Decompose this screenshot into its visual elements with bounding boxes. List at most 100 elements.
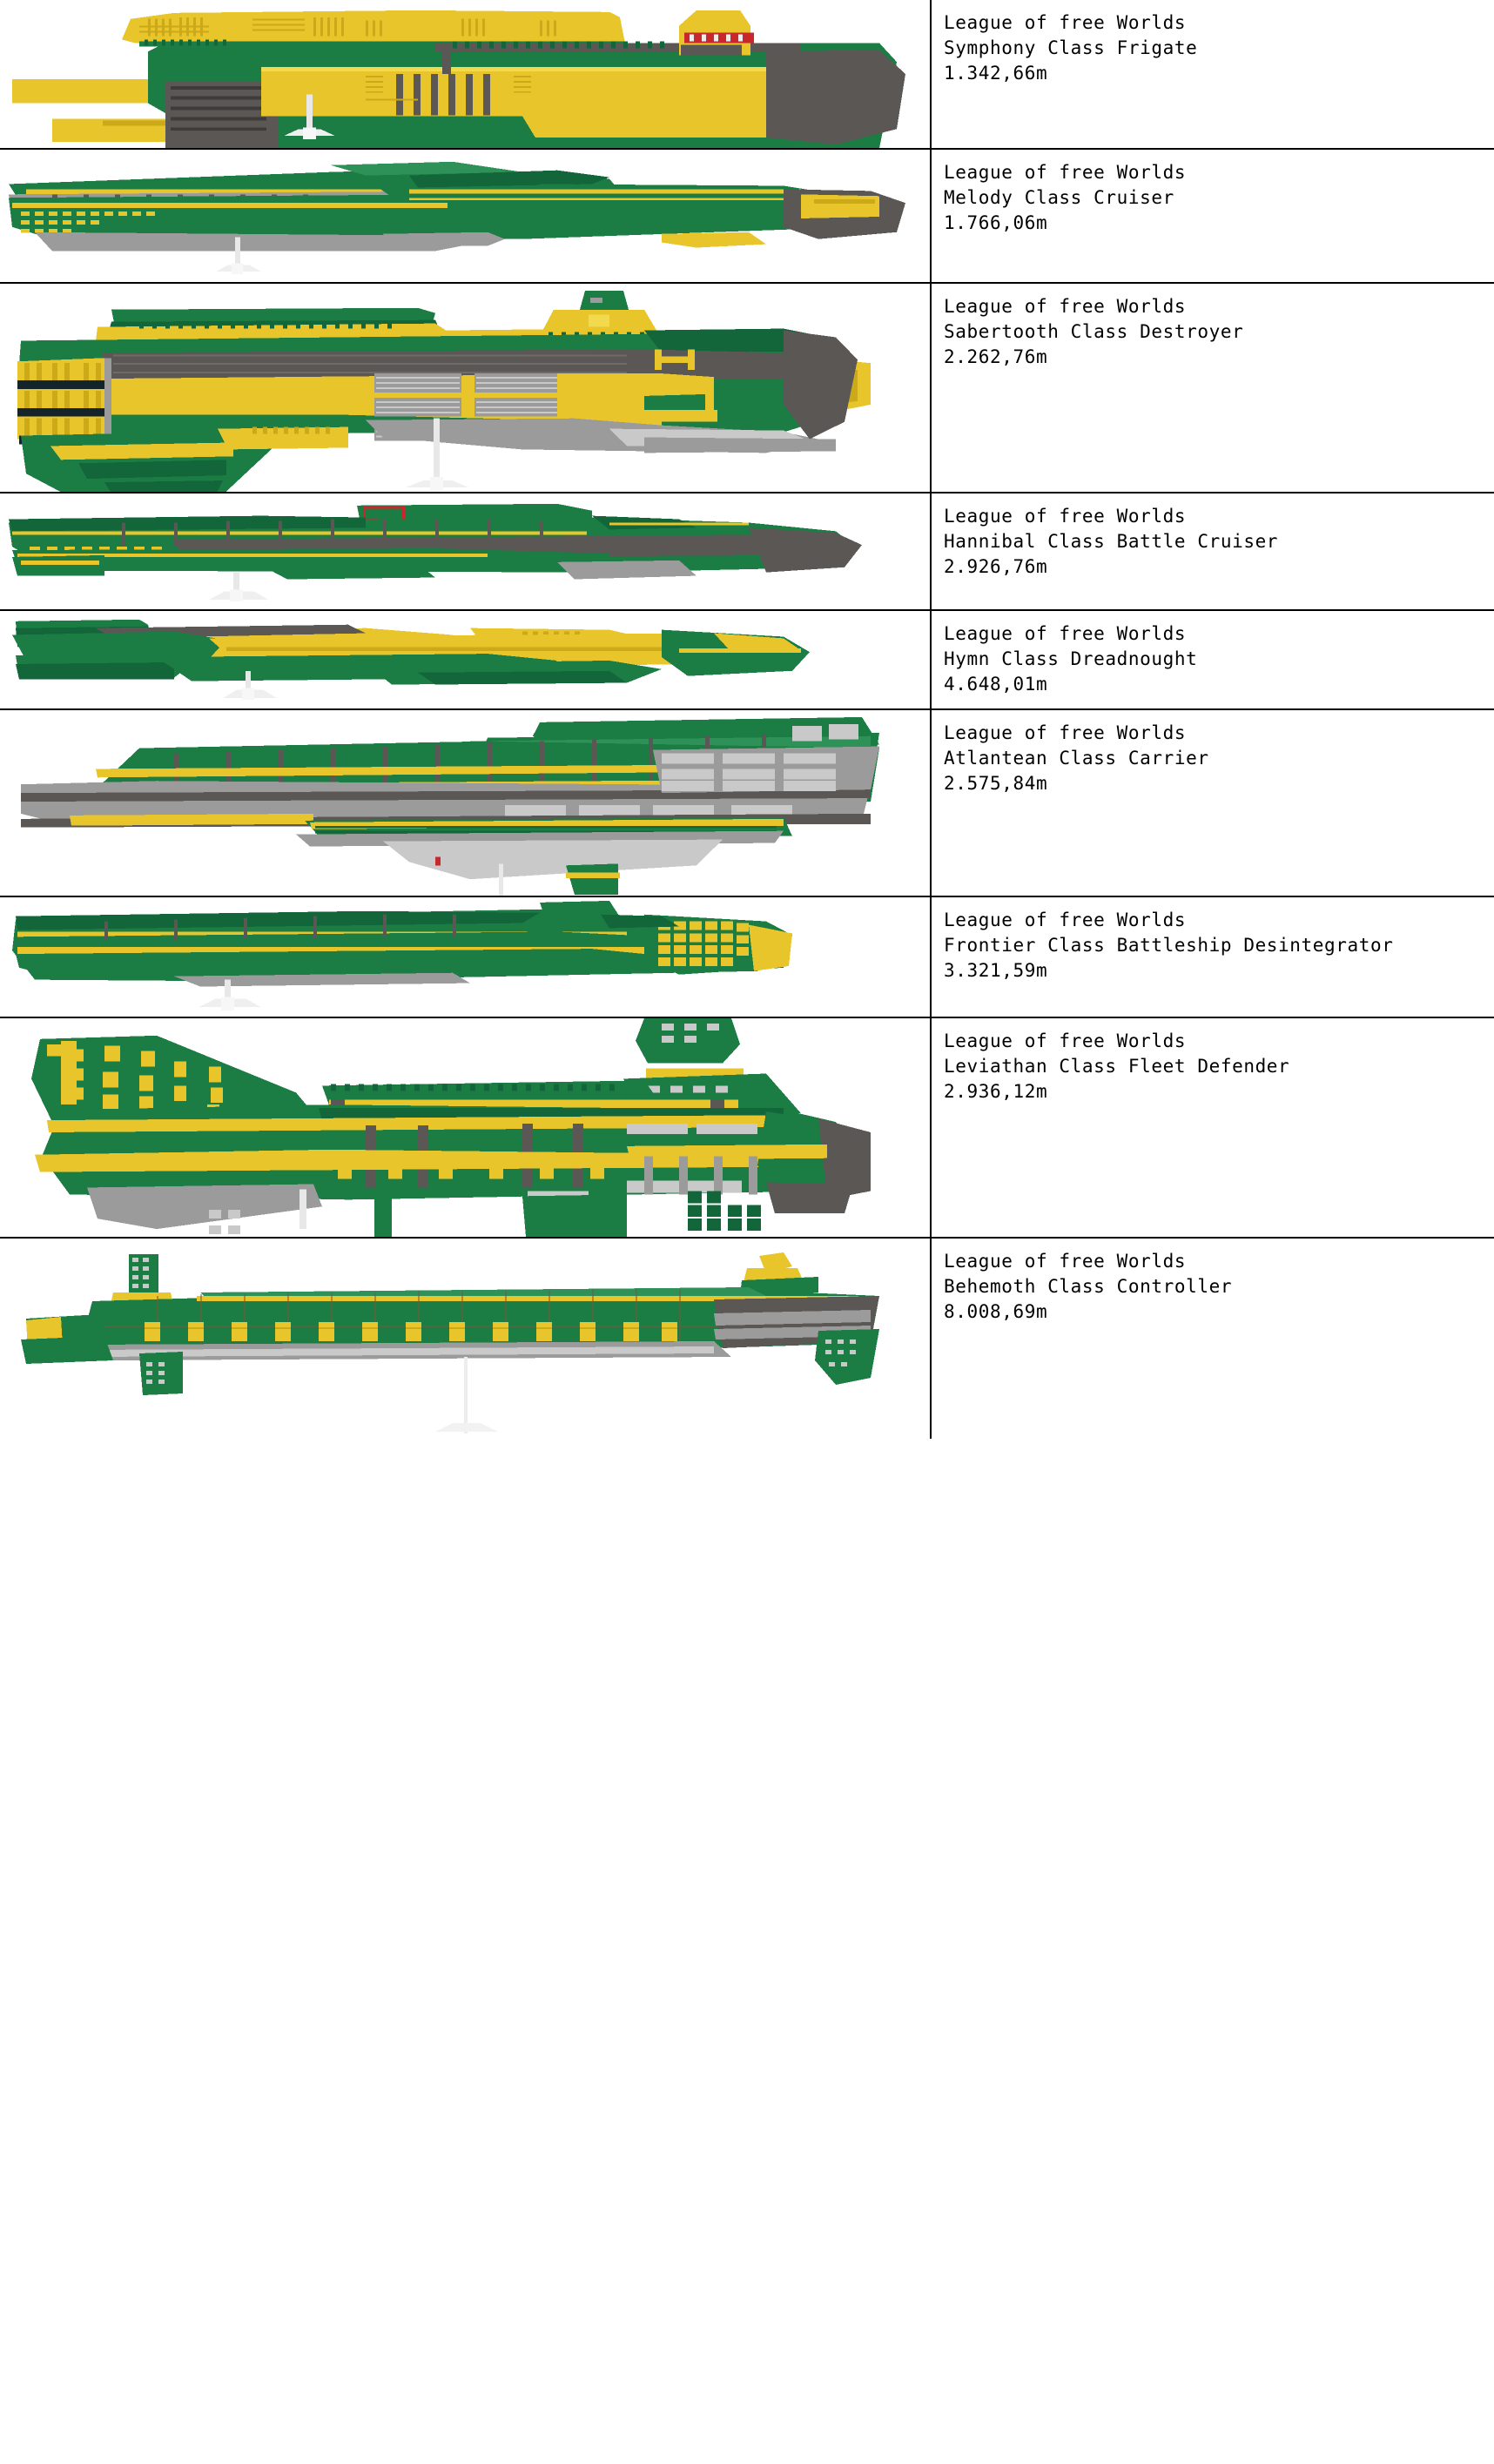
display-stand-pole bbox=[464, 1357, 468, 1433]
ventral-keel bbox=[383, 839, 723, 880]
ship-faction: League of free Worlds bbox=[944, 910, 1187, 930]
gold-line-upper bbox=[12, 531, 587, 535]
ship-class: Hannibal Class Battle Cruiser bbox=[944, 531, 1279, 552]
mid-deck bbox=[261, 67, 766, 138]
ship-class: Atlantean Class Carrier bbox=[944, 748, 1209, 769]
ship-artwork-atlantean bbox=[0, 710, 930, 896]
display-stand-pole bbox=[246, 670, 251, 692]
ship-illustration-cell bbox=[0, 611, 932, 708]
marker-light bbox=[435, 856, 441, 866]
ship-illustration-cell bbox=[0, 0, 932, 148]
display-stand-pole bbox=[225, 979, 231, 1006]
ship-identification-cell: League of free Worlds Hymn Class Dreadno… bbox=[932, 611, 1494, 708]
ship-faction: League of free Worlds bbox=[944, 12, 1187, 33]
ship-artwork-hannibal bbox=[0, 493, 930, 609]
dorsal-teeth bbox=[453, 41, 664, 49]
gold-stripe-upper bbox=[26, 189, 435, 195]
ship-faction: League of free Worlds bbox=[944, 623, 1187, 644]
hull-ribs bbox=[104, 914, 456, 941]
ship-identification-cell: League of free Worlds Symphony Class Fri… bbox=[932, 0, 1494, 148]
ship-artwork-leviathan bbox=[0, 1018, 930, 1237]
ship-row: League of free Worlds Melody Class Cruis… bbox=[0, 150, 1494, 284]
ship-length: 8.008,69m bbox=[944, 1301, 1048, 1322]
gold-dots bbox=[21, 211, 155, 233]
ship-row: League of free Worlds Hymn Class Dreadno… bbox=[0, 611, 1494, 710]
ventral-fin bbox=[566, 863, 618, 896]
ship-length: 2.262,76m bbox=[944, 346, 1048, 367]
ship-illustration-cell bbox=[0, 1239, 932, 1439]
gold-spine bbox=[197, 1296, 858, 1301]
ship-illustration-cell bbox=[0, 710, 932, 896]
ship-class: Sabertooth Class Destroyer bbox=[944, 321, 1244, 342]
ship-class: Symphony Class Frigate bbox=[944, 37, 1198, 58]
ship-illustration-cell bbox=[0, 150, 932, 282]
dorsal-mast bbox=[129, 1254, 158, 1292]
ship-row: League of free Worlds Leviathan Class Fl… bbox=[0, 1018, 1494, 1239]
ship-class: Hymn Class Dreadnought bbox=[944, 648, 1198, 669]
port-lights bbox=[30, 547, 162, 552]
ship-faction: League of free Worlds bbox=[944, 506, 1187, 527]
display-stand-pole bbox=[299, 1189, 306, 1230]
ship-illustration-cell bbox=[0, 897, 932, 1017]
ship-identification-cell: League of free Worlds Frontier Class Bat… bbox=[932, 897, 1494, 1017]
bow-brackets bbox=[655, 349, 695, 399]
hull-ribs bbox=[122, 519, 543, 547]
ship-class: Melody Class Cruiser bbox=[944, 187, 1174, 208]
ventral-pod bbox=[261, 563, 435, 580]
ship-faction: League of free Worlds bbox=[944, 1251, 1187, 1272]
display-stand-pole bbox=[499, 863, 503, 896]
bow-fin bbox=[815, 1329, 879, 1385]
ship-artwork-symphony bbox=[0, 0, 930, 148]
ship-identification-cell: League of free Worlds Hannibal Class Bat… bbox=[932, 493, 1494, 609]
ship-artwork-hymn bbox=[0, 611, 930, 708]
ship-identification-cell: League of free Worlds Melody Class Cruis… bbox=[932, 150, 1494, 282]
ship-length: 2.936,12m bbox=[944, 1081, 1048, 1102]
stern-grid bbox=[17, 358, 104, 440]
ventral-pylons bbox=[338, 1158, 604, 1179]
gold-line-upper bbox=[47, 1115, 784, 1132]
ship-row: League of free Worlds Sabertooth Class D… bbox=[0, 284, 1494, 493]
deck-hatching bbox=[139, 17, 556, 37]
ventral-plate bbox=[174, 972, 470, 987]
ship-faction: League of free Worlds bbox=[944, 722, 1187, 743]
bow-stripe bbox=[684, 32, 754, 44]
ship-artwork-melody bbox=[0, 150, 930, 282]
stern-ports bbox=[47, 1040, 223, 1121]
ventral-strut bbox=[374, 1191, 392, 1237]
bow-armor bbox=[766, 50, 905, 145]
display-stand-pole bbox=[434, 418, 440, 487]
ship-faction: League of free Worlds bbox=[944, 1031, 1187, 1051]
dorsal-block bbox=[357, 503, 592, 523]
dorsal-strip bbox=[435, 43, 801, 52]
ship-row: League of free Worlds Behemoth Class Con… bbox=[0, 1239, 1494, 1439]
ship-artwork-sabertooth bbox=[0, 284, 930, 492]
display-stand-base bbox=[435, 1423, 498, 1432]
ship-class: Frontier Class Battleship Desintegrator bbox=[944, 935, 1394, 956]
display-stand-pole bbox=[235, 237, 240, 271]
stern-wedge bbox=[31, 1035, 313, 1123]
ship-artwork-frontier bbox=[0, 897, 930, 1017]
ship-length: 2.575,84m bbox=[944, 773, 1048, 794]
ship-illustration-cell bbox=[0, 284, 932, 492]
ship-identification-cell: League of free Worlds Atlantean Class Ca… bbox=[932, 710, 1494, 896]
ship-illustration-cell bbox=[0, 1018, 932, 1237]
ship-illustration-cell bbox=[0, 493, 932, 609]
ship-artwork-behemoth bbox=[0, 1239, 930, 1439]
ship-length: 2.926,76m bbox=[944, 556, 1048, 577]
ship-faction: League of free Worlds bbox=[944, 296, 1187, 317]
dorsal-teeth bbox=[139, 321, 392, 329]
bow-armor bbox=[749, 527, 862, 573]
ship-length: 3.321,59m bbox=[944, 960, 1048, 981]
ship-class: Behemoth Class Controller bbox=[944, 1276, 1233, 1297]
tower-stripe bbox=[646, 1068, 744, 1079]
vent-bars bbox=[396, 44, 490, 116]
weapon-tubes bbox=[658, 921, 749, 966]
hull-rail bbox=[139, 41, 627, 47]
ship-identification-cell: League of free Worlds Leviathan Class Fl… bbox=[932, 1018, 1494, 1237]
ship-length: 4.648,01m bbox=[944, 674, 1048, 695]
hull-ports bbox=[145, 1322, 677, 1341]
ship-length: 1.766,06m bbox=[944, 212, 1048, 233]
display-stand-pole bbox=[306, 94, 313, 134]
display-stand-pole bbox=[233, 572, 239, 595]
